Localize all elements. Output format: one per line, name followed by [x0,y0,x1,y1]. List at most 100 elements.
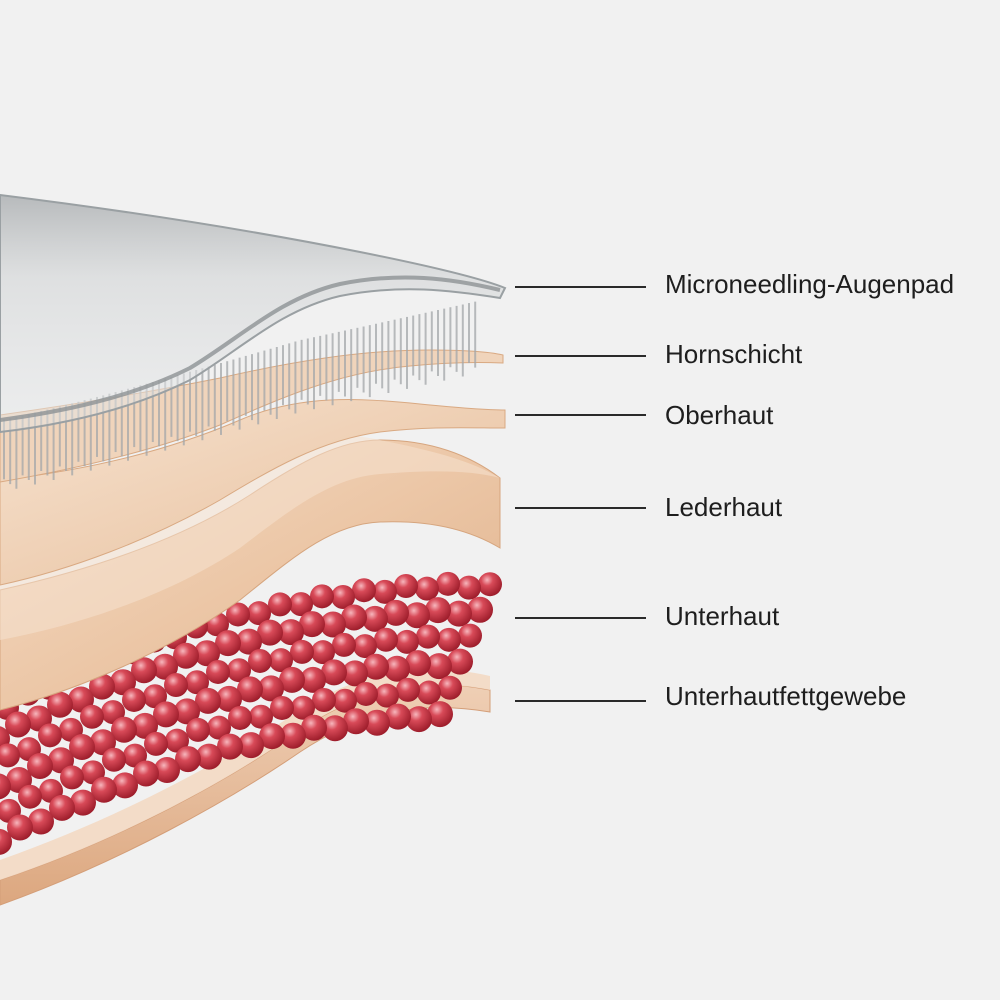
blood-cell-bead [5,711,31,738]
blood-cell-bead [112,772,138,799]
blood-cell-bead [406,706,432,733]
blood-cell-bead [237,676,263,703]
blood-cell-bead [91,776,117,803]
blood-cell-bead [215,630,241,657]
blood-cell-bead [478,572,502,597]
blood-cell-bead [122,687,146,712]
blood-cell-bead [249,704,273,729]
blood-cell-bead [364,709,390,736]
blood-cell-bead [47,691,73,718]
blood-cell-bead [279,666,305,693]
blood-cell-bead [196,743,222,770]
blood-cell-bead [352,578,376,603]
blood-cell-bead [110,669,136,696]
blood-cell-bead [415,576,439,601]
blood-cell-bead [446,600,472,627]
label-oberhaut: Oberhaut [665,400,774,430]
blood-cell-bead [394,574,418,599]
blood-cell-bead [216,685,242,712]
blood-cell-bead [354,681,378,706]
blood-cell-bead [227,658,251,683]
label-unterhaut: Unterhaut [665,601,780,631]
blood-cell-bead [300,666,326,693]
blood-cell-bead [102,747,126,772]
blood-cell-bead [195,687,221,714]
blood-cell-bead [185,670,209,695]
blood-cell-bead [174,698,200,725]
blood-cell-bead [238,732,264,759]
blood-cell-bead [248,648,272,673]
blood-cell-bead [69,734,95,761]
blood-cell-bead [396,677,420,702]
blood-cell-bead [131,657,157,684]
blood-cell-bead [217,733,243,760]
blood-cell-bead [70,789,96,816]
blood-cell-bead [258,675,284,702]
blood-cell-bead [80,704,104,729]
blood-cell-bead [343,708,369,735]
blood-cell-bead [458,623,482,648]
blood-cell-bead [268,592,292,617]
blood-cell-bead [89,673,115,700]
blood-cell-bead [322,715,348,742]
blood-cell-bead [363,653,389,680]
blood-cell-bead [206,659,230,684]
blood-cell-bead [385,703,411,730]
blood-cell-bead [332,632,356,657]
blood-cell-bead [207,715,231,740]
blood-cell-bead [18,784,42,809]
blood-cell-bead [437,627,461,652]
blood-cell-bead [383,599,409,626]
blood-cell-bead [467,596,493,623]
blood-cell-beads [0,571,502,855]
blood-cell-bead [257,619,283,646]
blood-cell-bead [247,601,271,626]
blood-cell-bead [417,680,441,705]
blood-cell-bead [164,672,188,697]
callouts: Microneedling-Augenpad Hornschicht Oberh… [515,269,954,711]
blood-cell-bead [311,640,335,665]
blood-cell-bead [0,743,20,768]
blood-cell-bead [301,714,327,741]
blood-cell-bead [331,585,355,610]
blood-cell-bead [426,653,452,680]
blood-cell-bead [425,597,451,624]
blood-cell-bead [341,604,367,631]
microneedle-pad-layer [0,193,507,434]
blood-cell-bead [333,688,357,713]
label-microneedling-pad: Microneedling-Augenpad [665,269,954,299]
label-unterhautfettgewebe: Unterhautfettgewebe [665,681,906,711]
blood-cell-bead [143,684,167,709]
blood-cell-bead [438,675,462,700]
blood-cell-bead [353,634,377,659]
blood-cell-bead [0,773,11,800]
blood-cell-bead [373,579,397,604]
blood-cell-bead [384,655,410,682]
fat-tissue-top-face [0,669,490,880]
blood-cell-bead [395,629,419,654]
blood-cell-bead [38,723,62,748]
blood-cell-bead [165,728,189,753]
blood-cell-bead [427,701,453,728]
blood-cell-bead [436,571,460,596]
blood-cell-bead [457,575,481,600]
blood-cell-bead [291,695,315,720]
blood-cell-bead [186,717,210,742]
blood-cell-bead [404,602,430,629]
blood-cell-bead [228,705,252,730]
blood-cell-bead [362,605,388,632]
blood-cell-bead [269,648,293,673]
blood-cell-bead [60,765,84,790]
blood-cell-bead [405,650,431,677]
blood-cell-bead [152,653,178,680]
blood-cell-bead [375,683,399,708]
blood-cell-bead [416,624,440,649]
blood-cell-bead [226,602,250,627]
blood-cell-bead [270,695,294,720]
blood-cell-bead [49,794,75,821]
label-lederhaut: Lederhaut [665,492,783,522]
blood-cell-bead [173,642,199,669]
label-hornschicht: Hornschicht [665,339,803,369]
